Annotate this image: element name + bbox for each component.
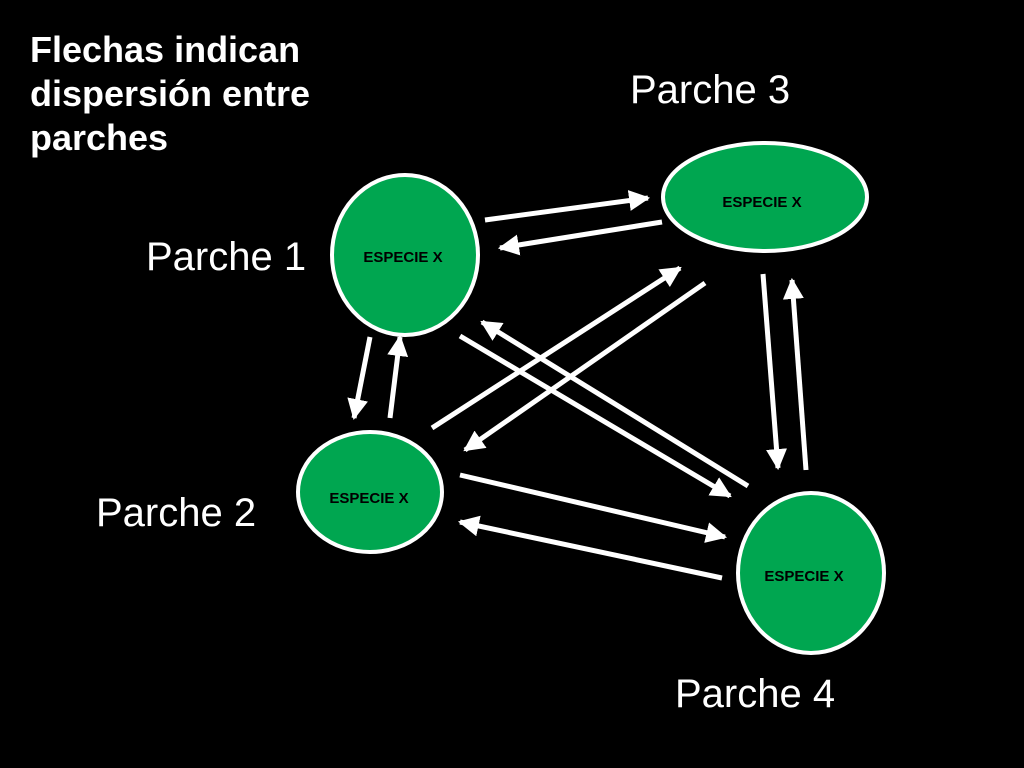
arrow-parche-3-to-parche-1 — [497, 219, 663, 256]
patch-1-node: ESPECIE X — [330, 173, 480, 337]
arrow-parche-1-to-parche-4 — [458, 333, 732, 499]
arrow-parche-2-to-parche-1 — [387, 334, 409, 419]
arrow-parche-4-to-parche-2 — [457, 515, 723, 581]
patch-1-species: ESPECIE X — [363, 249, 442, 266]
patch-1-label: Parche 1 — [146, 235, 307, 279]
arrow-parche-3-to-parche-2 — [463, 280, 707, 453]
arrow-parche-1-to-parche-2 — [347, 336, 373, 421]
arrow-parche-4-to-parche-3 — [782, 277, 809, 471]
patch-3-node: ESPECIE X — [661, 141, 869, 253]
patch-4-label: Parche 4 — [675, 672, 836, 716]
arrow-parche-1-to-parche-3 — [484, 190, 651, 223]
diagram-note: Flechas indican dispersión entre parches — [30, 29, 311, 158]
arrow-parche-2-to-parche-4 — [459, 472, 728, 543]
patch-3-species: ESPECIE X — [722, 194, 801, 211]
patch-2-label: Parche 2 — [96, 491, 257, 535]
arrow-parche-3-to-parche-4 — [760, 273, 788, 471]
patch-3-label: Parche 3 — [630, 68, 791, 112]
arrow-parche-4-to-parche-1 — [480, 319, 750, 489]
patch-2-species: ESPECIE X — [329, 490, 408, 507]
patch-2-node: ESPECIE X — [296, 430, 444, 554]
patch-4-node: ESPECIE X — [736, 491, 886, 655]
arrow-parche-2-to-parche-3 — [430, 265, 682, 431]
patch-4-species: ESPECIE X — [764, 568, 843, 585]
